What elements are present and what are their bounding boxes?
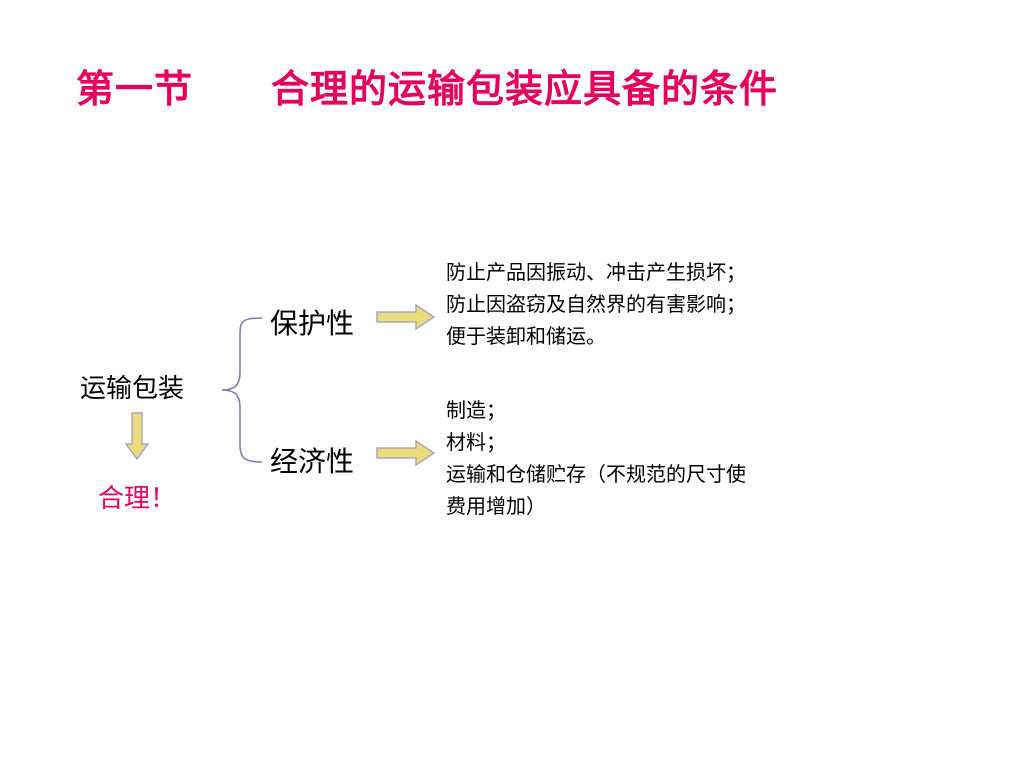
result-label: 合理！ [98, 484, 177, 514]
section-number: 第一节 [76, 66, 194, 111]
protection-description: 防止产品因振动、冲击产生损坏； 防止因盗窃及自然界的有害影响； 便于装卸和储运。 [446, 256, 746, 352]
slide-title: 第一节 合理的运输包装应具备的条件 [76, 58, 778, 113]
description-line: 防止产品因振动、冲击产生损坏； [446, 260, 746, 284]
description-line: 费用增加） [446, 494, 546, 518]
branch-label-economy: 经济性 [270, 445, 355, 478]
description-line: 便于装卸和储运。 [446, 324, 606, 348]
section-heading: 合理的运输包装应具备的条件 [271, 66, 779, 111]
description-line: 防止因盗窃及自然界的有害影响； [446, 292, 746, 316]
description-line: 运输和仓储贮存（不规范的尺寸使 [446, 462, 746, 486]
economy-description: 制造； 材料； 运输和仓储贮存（不规范的尺寸使 费用增加） [446, 394, 746, 522]
branch-label-protection: 保护性 [270, 307, 355, 340]
arrow-down-icon [124, 412, 150, 461]
root-node-label: 运输包装 [80, 374, 185, 404]
description-line: 制造； [446, 398, 506, 422]
description-line: 材料； [446, 430, 506, 454]
curly-brace-shape [221, 317, 263, 463]
arrow-right-icon [376, 439, 436, 467]
arrow-right-icon [376, 303, 436, 331]
